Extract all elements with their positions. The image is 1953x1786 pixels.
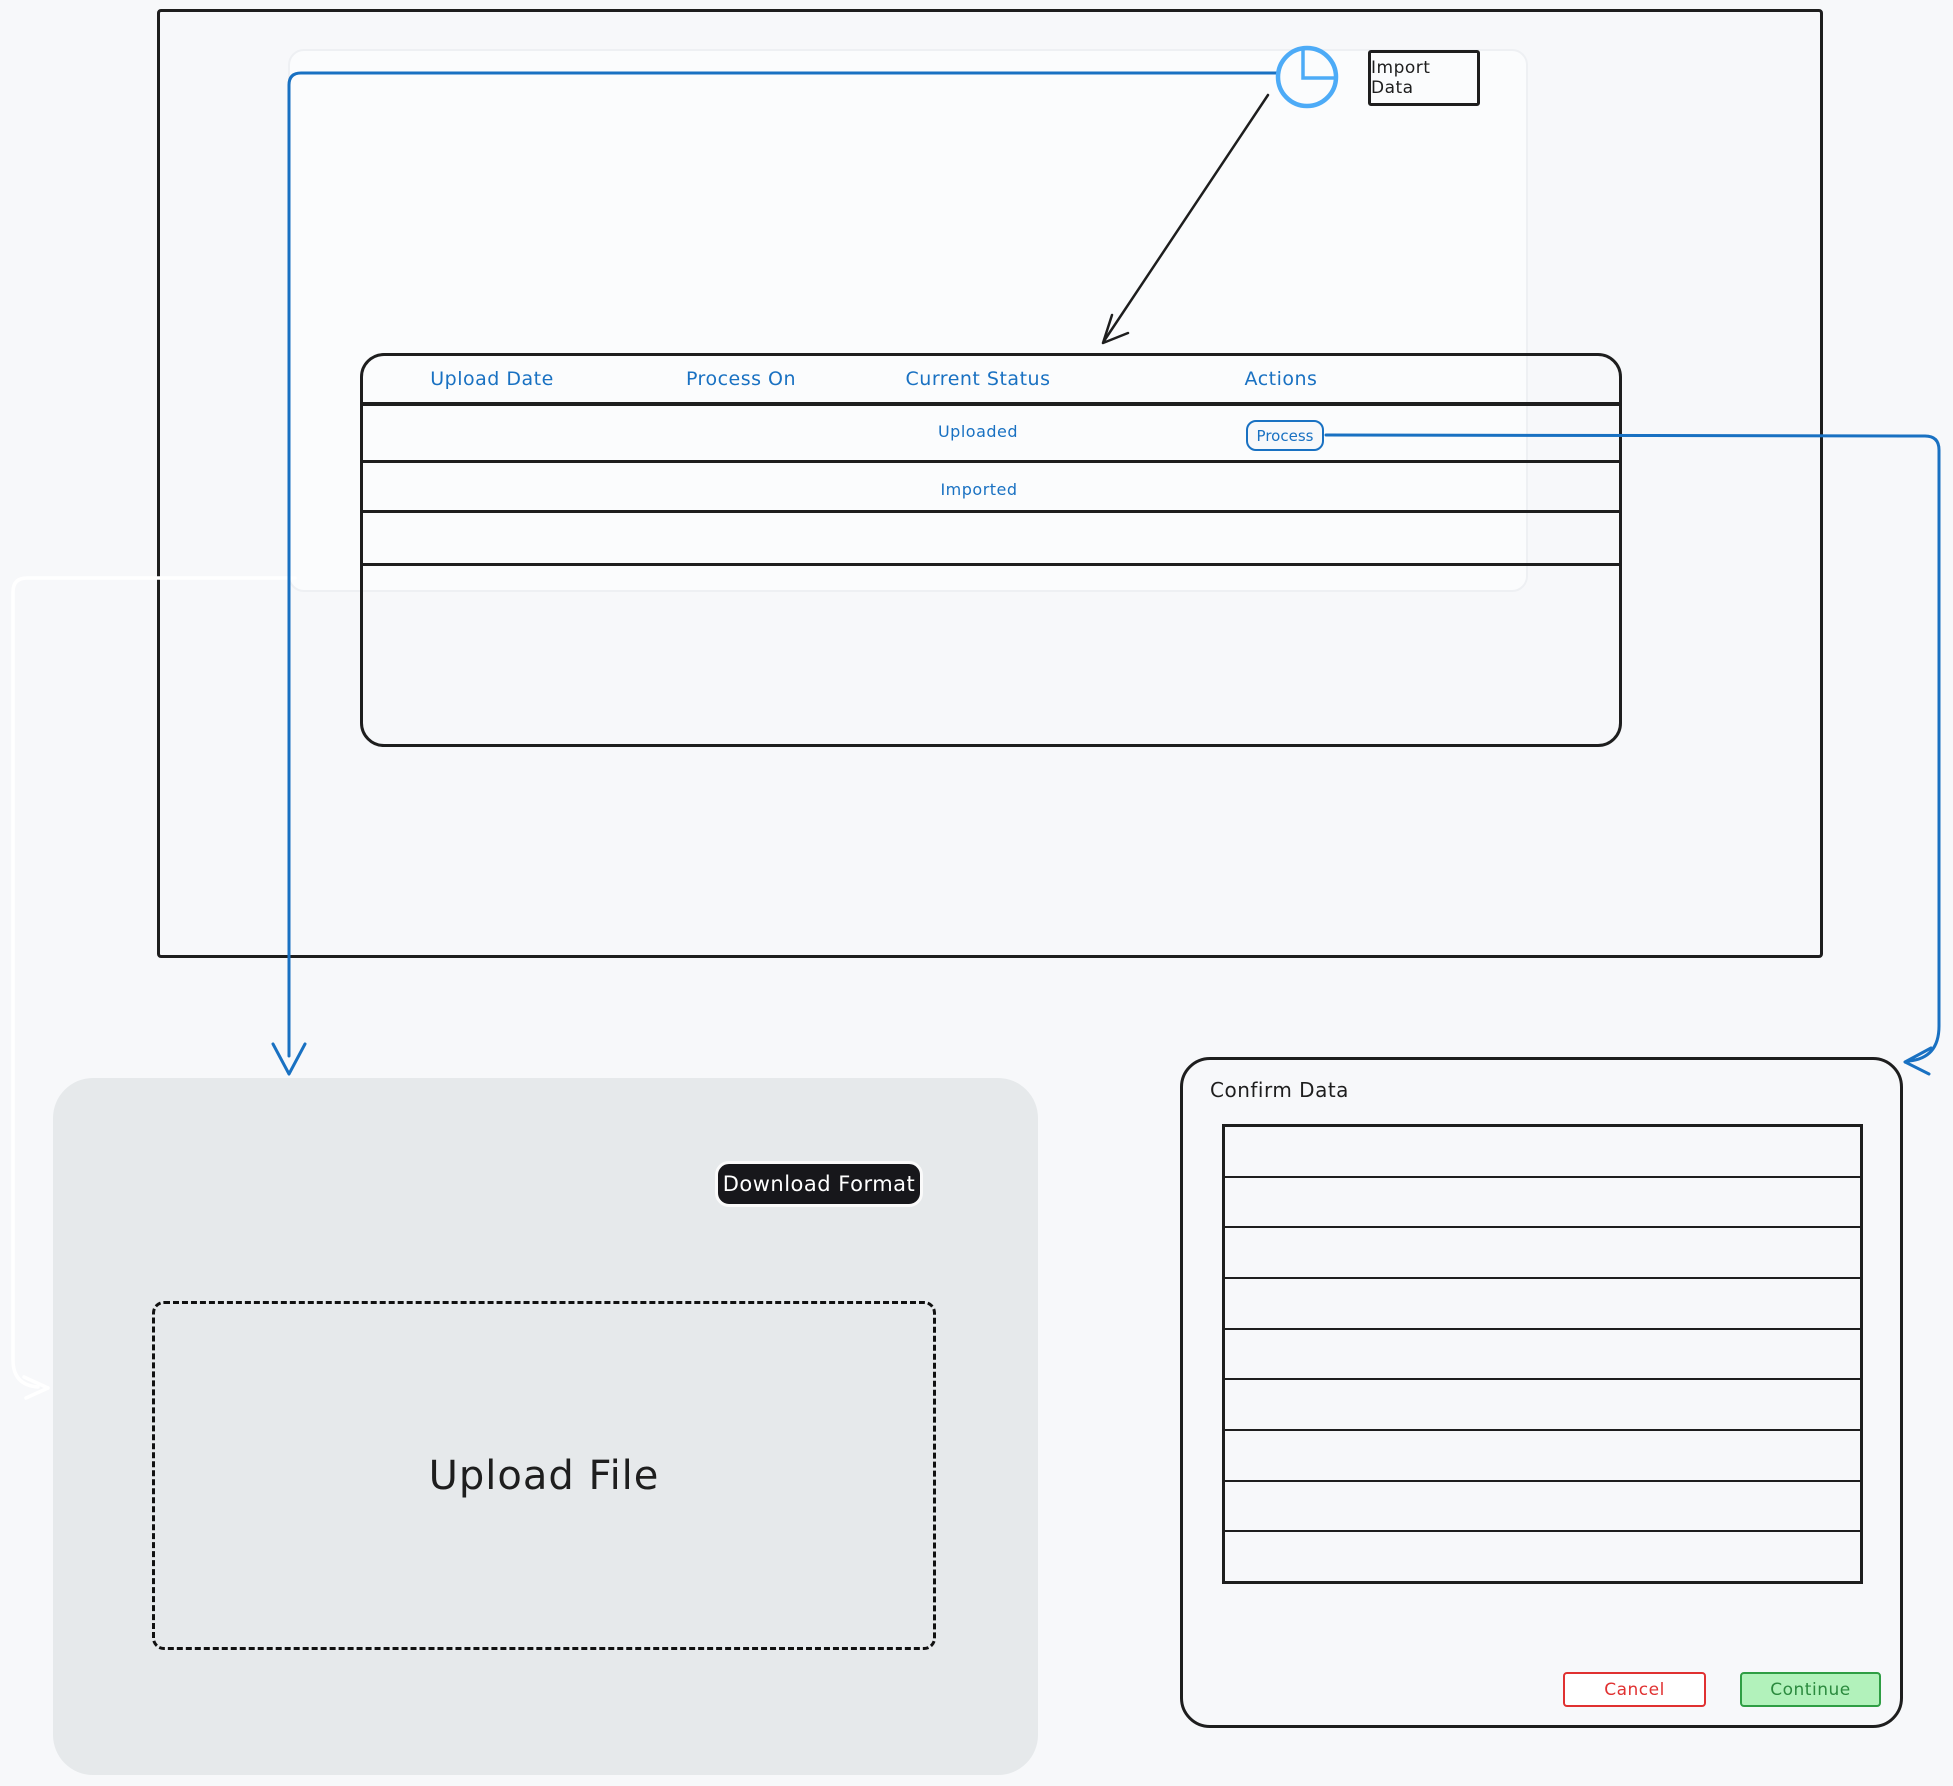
column-header-process-on: Process On [685, 368, 797, 390]
table-header-divider [363, 402, 1619, 406]
status-cell-imported: Imported [940, 480, 1018, 499]
status-cell-uploaded: Uploaded [937, 422, 1019, 441]
table-row [1225, 1127, 1860, 1178]
process-button[interactable]: Process [1246, 420, 1324, 451]
table-row [1225, 1380, 1860, 1432]
table-row [1225, 1330, 1860, 1381]
upload-file-panel: Download Format Upload File [53, 1078, 1038, 1775]
confirm-modal-title: Confirm Data [1210, 1078, 1349, 1102]
uploads-table [360, 353, 1622, 747]
download-format-button[interactable]: Download Format [715, 1161, 923, 1207]
table-row-divider [363, 460, 1619, 463]
table-row-divider [363, 510, 1619, 513]
column-header-current-status: Current Status [905, 368, 1051, 390]
confirm-data-table [1222, 1124, 1863, 1584]
upload-dropzone[interactable]: Upload File [152, 1301, 936, 1650]
cancel-button[interactable]: Cancel [1563, 1672, 1706, 1707]
import-data-button[interactable]: Import Data [1368, 50, 1480, 106]
table-row [1225, 1482, 1860, 1533]
table-row [1225, 1279, 1860, 1330]
confirm-data-modal: Confirm Data Cancel Continue [1180, 1057, 1903, 1728]
column-header-actions: Actions [1244, 368, 1318, 390]
continue-button[interactable]: Continue [1740, 1672, 1881, 1707]
table-row [1225, 1228, 1860, 1280]
table-row [1225, 1178, 1860, 1229]
table-row [1225, 1431, 1860, 1482]
table-row-divider [363, 563, 1619, 566]
upload-dropzone-label: Upload File [428, 1452, 660, 1499]
table-row [1225, 1532, 1860, 1581]
column-header-upload-date: Upload Date [430, 368, 554, 390]
